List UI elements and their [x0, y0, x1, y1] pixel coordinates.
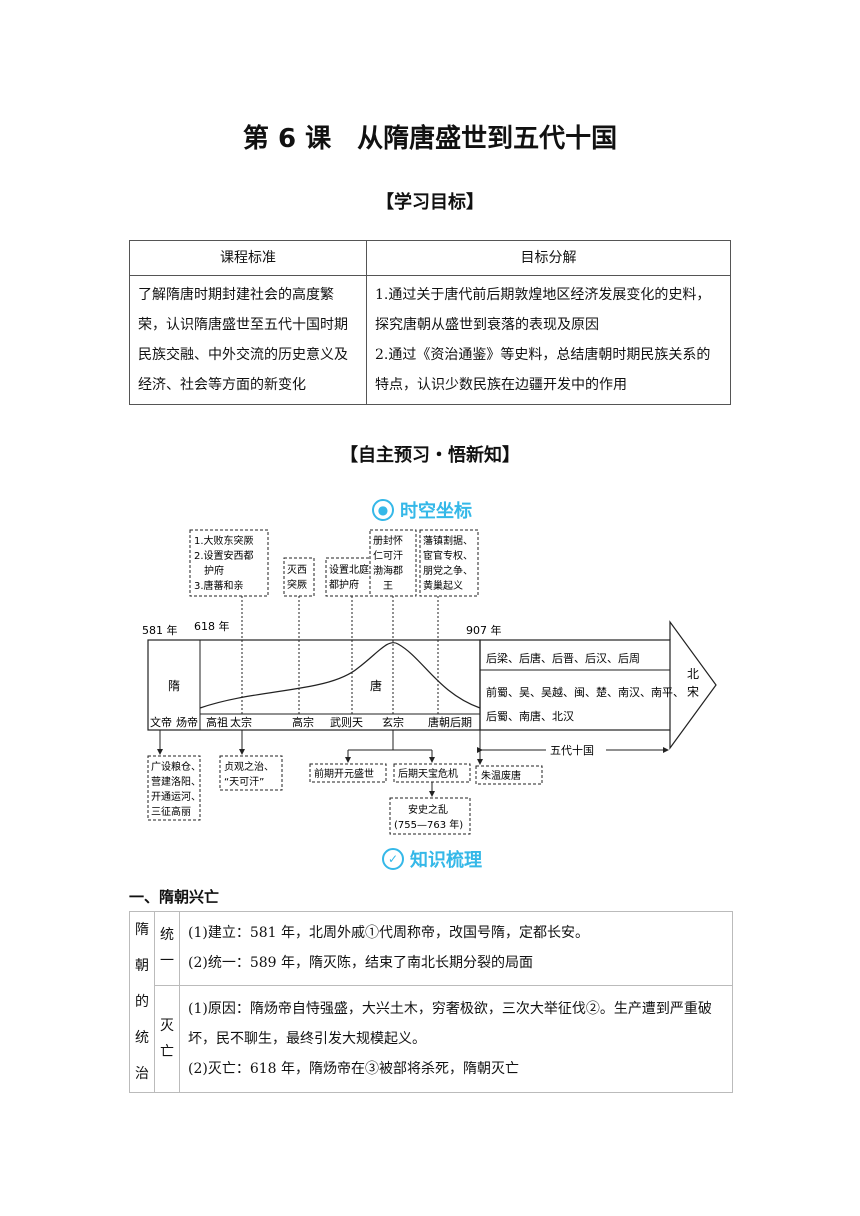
timeline-stamp: ● 时空坐标	[372, 497, 472, 523]
map-pin-icon: ●	[372, 499, 394, 521]
top-box-late-tang	[419, 529, 479, 597]
emperor-late-tang: 唐朝后期	[428, 715, 472, 729]
tb4-l4: 王	[383, 581, 393, 592]
label-char: 一	[160, 953, 174, 970]
goal-point-1: 1.通过关于唐代前后期敦煌地区经济发展变化的史料，探究唐朝从盛世到衰落的表现及原…	[375, 287, 711, 333]
lesson-title: 第 6 课 从隋唐盛世到五代十国	[242, 124, 618, 154]
sui-rule-label: 隋 朝 的 统 治	[129, 911, 155, 1093]
tb5-l4: 黄巢起义	[423, 579, 463, 592]
unify-content: (1)建立：581 年，北周外戚①代周称帝，改国号隋，定都长安。 (2)统一：5…	[179, 911, 733, 986]
song-arrow	[669, 620, 717, 750]
section1-heading: 一、隋朝兴亡	[129, 888, 220, 906]
label-char: 治	[135, 1066, 149, 1082]
col-standard-header: 课程标准	[129, 240, 367, 276]
song-label: 北 宋	[687, 667, 703, 699]
emperor-xuanzong: 玄宗	[382, 715, 404, 729]
bottom-box-anshi	[389, 797, 471, 835]
bb1-l2: 营建洛阳、	[151, 775, 201, 788]
goal-point-2: 2.通过《资治通鉴》等史料，总结唐朝时期民族关系的特点，认识少数民族在边疆开发中…	[375, 347, 711, 393]
goals-table: 课程标准 目标分解 了解隋唐时期封建社会的高度繁荣，认识隋唐盛世至五代十国时期民…	[129, 240, 731, 405]
sui-label: 隋	[168, 679, 180, 693]
bottom-box-zhenguan	[219, 755, 283, 791]
tb1-l4: 3.唐蕃和亲	[194, 579, 244, 592]
tb4-l2: 仁可汗	[373, 549, 403, 562]
bb1-l4: 三征高丽	[151, 805, 191, 818]
emperor-wuzetian: 武则天	[330, 716, 363, 729]
tb1-l3: 护府	[204, 564, 224, 577]
bb4-l1: 后期天宝危机	[398, 767, 458, 780]
tb5-l1: 藩镇割据、	[423, 534, 473, 547]
label-char: 的	[135, 994, 149, 1010]
goal-breakdown: 1.通过关于唐代前后期敦煌地区经济发展变化的史料，探究唐朝从盛世到衰落的表现及原…	[366, 275, 731, 405]
tb3-l2: 都护府	[329, 578, 359, 591]
sui-table: 隋 朝 的 统 治 统 一 (1)建立：581 年，北周外戚①代周称帝，改国号隋…	[129, 911, 733, 1094]
tb4-l1: 册封怀	[373, 534, 403, 547]
unify-label: 统 一	[154, 911, 180, 986]
tb1-l1: 1.大败东突厥	[194, 534, 254, 547]
tb2-l2: 突厥	[287, 578, 307, 591]
bb3-l1: 前期开元盛世	[314, 767, 374, 780]
song-char-1: 北	[687, 667, 699, 681]
year-618: 618 年	[194, 619, 230, 633]
year-581: 581 年	[142, 623, 178, 637]
label-char: 灭	[160, 1017, 174, 1034]
fall-line-2: (2)灭亡：618 年，隋炀帝在③被部将杀死，隋朝灭亡	[188, 1060, 520, 1077]
emperor-gaozong: 高宗	[292, 715, 314, 729]
song-char-2: 宋	[687, 684, 699, 699]
tb5-l3: 朋党之争、	[423, 564, 473, 577]
emperor-taizong: 太宗	[230, 715, 252, 729]
unify-line-1: (1)建立：581 年，北周外戚①代周称帝，改国号隋，定都长安。	[188, 925, 590, 942]
year-907: 907 年	[466, 623, 502, 637]
emperor-yangdi: 炀帝	[176, 715, 198, 729]
label-char: 统	[135, 1030, 149, 1046]
bb5-l1: 朱温废唐	[481, 769, 521, 782]
tb2-l1: 灭西	[287, 564, 307, 576]
wudai-label-bg	[546, 742, 606, 758]
wudai-frame	[479, 639, 671, 731]
preview-heading: 【自主预习・悟新知】	[340, 445, 520, 466]
emperor-gaozu: 高祖	[206, 715, 228, 729]
tang-label: 唐	[370, 678, 382, 693]
fall-label: 灭 亡	[154, 984, 180, 1094]
bottom-box-kaiyuan	[309, 763, 387, 783]
label-char: 隋	[135, 922, 149, 938]
course-standard: 了解隋唐时期封建社会的高度繁荣，认识隋唐盛世至五代十国时期民族交融、中外交流的历…	[129, 275, 367, 405]
emperor-wendi: 文帝	[150, 715, 172, 729]
goals-heading: 【学习目标】	[376, 192, 484, 213]
bb2-l1: 贞观之治、	[224, 760, 274, 773]
tang-curve	[199, 642, 481, 709]
bb1-l3: 开通运河、	[151, 791, 201, 803]
tb3-l1: 设置北庭	[329, 563, 369, 576]
ten-kingdoms-2: 后蜀、南唐、北汉	[486, 709, 574, 723]
col-breakdown-header: 目标分解	[366, 240, 731, 276]
tb4-l3: 渤海郡	[373, 564, 403, 577]
bb1-l1: 广设粮仓、	[151, 760, 201, 773]
five-dynasties: 后梁、后唐、后晋、后汉、后周	[486, 651, 640, 665]
bottom-box-zhuwen	[475, 765, 543, 785]
knowledge-stamp-label: 知识梳理	[410, 850, 482, 871]
tb5-l2: 宦官专权、	[423, 549, 473, 562]
timeline-diagram: 581 年 618 年 907 年 隋 唐 后梁、后唐、后晋、后汉、后周 前蜀、…	[142, 529, 717, 835]
wudai-label: 五代十国	[550, 743, 594, 757]
bb6-l2: (755—763 年)	[394, 818, 463, 831]
knowledge-stamp: ✓ 知识梳理	[382, 846, 482, 872]
label-char: 亡	[160, 1043, 174, 1060]
tb1-l2: 2.设置安西都	[194, 549, 254, 562]
label-char: 统	[160, 927, 174, 944]
timeline-stamp-label: 时空坐标	[400, 501, 472, 522]
bb2-l2: “天可汗”	[224, 775, 264, 788]
label-char: 朝	[135, 958, 149, 974]
top-box-xuanzong	[369, 529, 417, 597]
fall-content: (1)原因：隋炀帝自恃强盛，大兴土木，穷奢极欲，三次大举征伐②。生产遭到严重破坏…	[179, 984, 733, 1094]
bottom-box-sui	[147, 755, 201, 821]
unify-line-2: (2)统一：589 年，隋灭陈，结束了南北长期分裂的局面	[188, 955, 534, 972]
fall-line-1: (1)原因：隋炀帝自恃强盛，大兴土木，穷奢极欲，三次大举征伐②。生产遭到严重破坏…	[188, 1000, 712, 1047]
bb6-l1: 安史之乱	[408, 803, 448, 816]
ten-kingdoms-1: 前蜀、吴、吴越、闽、楚、南汉、南平、	[486, 685, 684, 699]
check-icon: ✓	[382, 848, 404, 870]
top-box-taizong	[189, 529, 269, 597]
